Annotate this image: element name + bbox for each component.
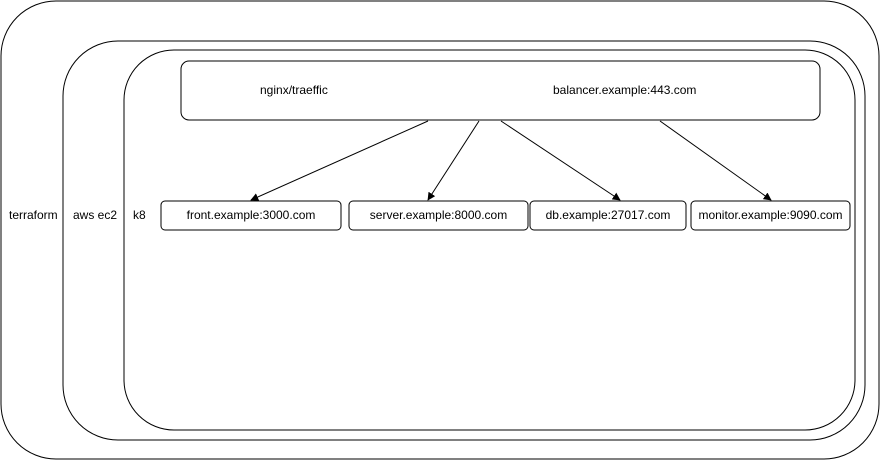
arrow-to-monitor xyxy=(659,120,772,201)
balancer-host: balancer.example:443.com xyxy=(553,83,696,97)
aws-ec2-label: aws ec2 xyxy=(73,208,117,222)
k8-container xyxy=(123,49,856,431)
balancer-box xyxy=(180,60,821,121)
service-host-server: server.example:8000.com xyxy=(370,208,507,222)
arrow-to-front xyxy=(250,120,429,201)
service-box-front xyxy=(160,200,342,231)
service-host-db: db.example:27017.com xyxy=(546,208,671,222)
k8-label: k8 xyxy=(133,208,146,222)
balancer-name: nginx/traeffic xyxy=(260,83,328,97)
aws-ec2-container xyxy=(62,40,866,441)
service-box-monitor xyxy=(690,200,851,231)
service-host-monitor: monitor.example:9090.com xyxy=(698,208,842,222)
arrow-to-server xyxy=(427,120,480,201)
service-host-front: front.example:3000.com xyxy=(187,208,316,222)
arrow-to-db xyxy=(500,120,621,201)
service-box-server xyxy=(348,200,529,231)
terraform-label: terraform xyxy=(9,208,58,222)
service-box-db xyxy=(529,200,687,231)
